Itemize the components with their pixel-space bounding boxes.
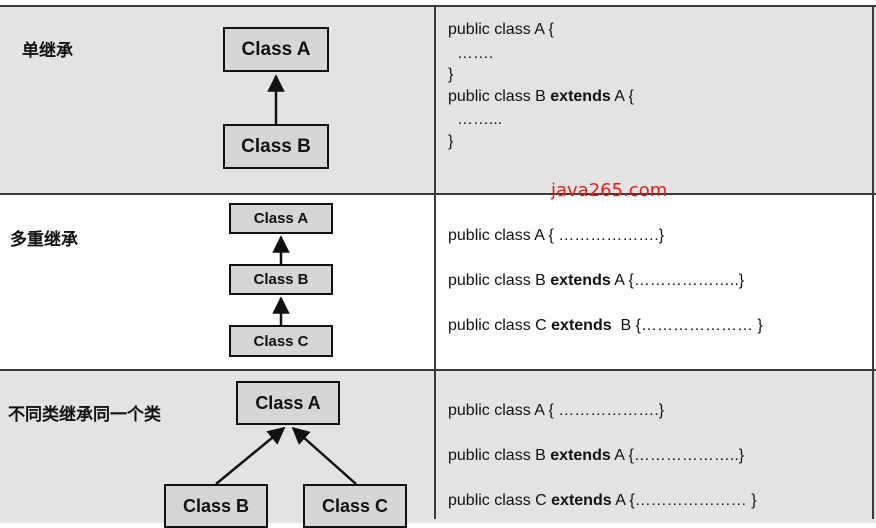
row-hierarchical-inheritance xyxy=(0,369,876,523)
row-label: 不同类继承同一个类 xyxy=(8,405,161,425)
code-line: public class B extends A {………………..} xyxy=(448,272,745,289)
code-line: } xyxy=(448,66,454,83)
column-divider xyxy=(434,5,436,519)
right-border xyxy=(872,5,874,519)
code-line: public class B extends A {………………..} xyxy=(448,447,745,464)
class-box-a: Class A xyxy=(229,203,333,234)
class-box-c: Class C xyxy=(229,325,333,357)
watermark: java265.com xyxy=(551,180,668,201)
class-box-a: Class A xyxy=(236,381,340,425)
code-line: public class C extends A {………………… } xyxy=(448,492,757,509)
class-box-b: Class B xyxy=(223,124,329,169)
code-line: ……. xyxy=(448,45,494,62)
code-line: } xyxy=(448,133,454,150)
class-box-b: Class B xyxy=(229,264,333,295)
row-label: 多重继承 xyxy=(10,230,78,250)
class-box-a: Class A xyxy=(223,27,329,72)
code-line: public class A { xyxy=(448,21,554,38)
code-line: public class A { ……………….} xyxy=(448,402,665,419)
row-label: 单继承 xyxy=(22,41,73,61)
arrow-b-to-a xyxy=(215,426,286,485)
arrow-c-to-a xyxy=(291,426,357,485)
code-line: public class A { ……………….} xyxy=(448,227,665,244)
code-line: public class C extends B {………………… } xyxy=(448,317,763,334)
row-single-inheritance xyxy=(0,5,876,194)
row-multilevel-inheritance xyxy=(0,193,876,370)
code-line: public class B extends A { xyxy=(448,88,634,105)
code-line: ……... xyxy=(448,111,503,128)
